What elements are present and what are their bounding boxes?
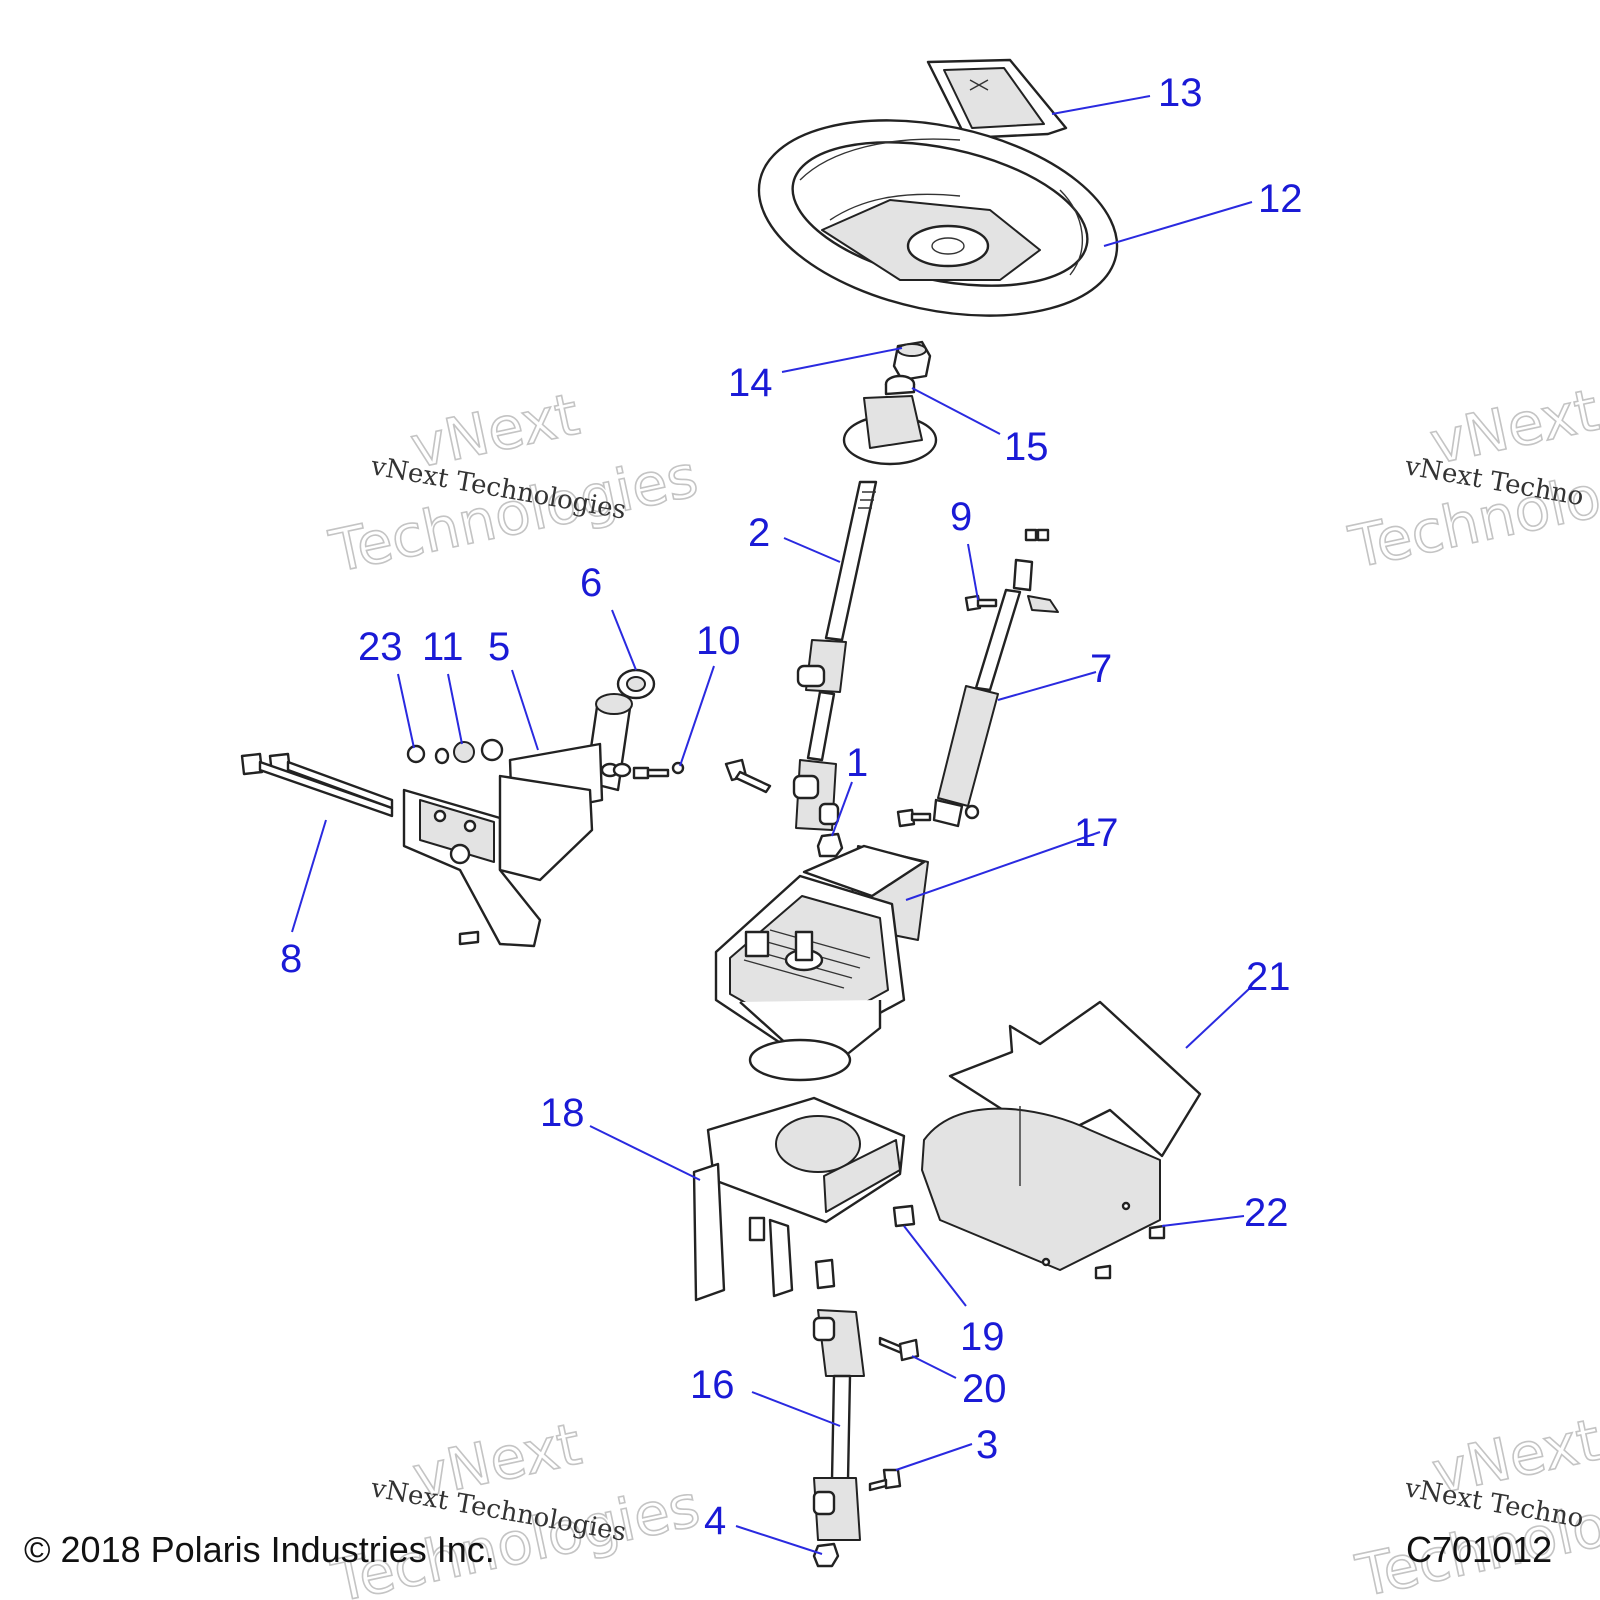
callout-5: 5 — [488, 625, 510, 669]
part-gas-strut-7 — [932, 528, 1059, 828]
part-nut-4 — [812, 1542, 840, 1568]
part-bolt-19 — [892, 1204, 916, 1228]
part-lower-bracket-18 — [692, 1096, 906, 1302]
part-bushing-6 — [616, 668, 656, 700]
part-mount-bracket — [402, 774, 594, 948]
callout-3: 3 — [976, 1423, 998, 1467]
part-spacer-11 — [434, 738, 504, 765]
part-long-bolts-8 — [240, 752, 394, 818]
callout-17: 17 — [1074, 811, 1119, 855]
part-cover-21 — [921, 1000, 1202, 1271]
callout-15: 15 — [1004, 425, 1049, 469]
callout-13: 13 — [1158, 71, 1203, 115]
part-steering-wheel — [757, 119, 1119, 317]
callout-12: 12 — [1258, 177, 1303, 221]
part-washer-23 — [406, 744, 426, 764]
callout-6: 6 — [580, 561, 602, 605]
callout-16: 16 — [690, 1363, 735, 1407]
callout-labels: 13 12 14 15 2 9 6 23 11 5 10 7 1 17 8 21… — [280, 71, 1303, 1543]
diagram-code: C701012 — [1406, 1529, 1552, 1570]
callout-9: 9 — [950, 495, 972, 539]
callout-10: 10 — [696, 619, 741, 663]
part-boot-15 — [842, 374, 938, 466]
callout-19: 19 — [960, 1315, 1005, 1359]
callout-22: 22 — [1244, 1191, 1289, 1235]
part-screw-22 — [1094, 1224, 1166, 1280]
part-bolt-3 — [868, 1468, 902, 1492]
part-bolt-strut — [896, 808, 932, 828]
part-eps-unit-17 — [714, 844, 929, 1082]
callout-21: 21 — [1246, 955, 1291, 999]
callout-7: 7 — [1090, 647, 1112, 691]
callout-20: 20 — [962, 1367, 1007, 1411]
callout-4: 4 — [704, 1499, 726, 1543]
part-bolt-20 — [878, 1336, 920, 1362]
part-screw-9 — [964, 594, 998, 612]
callout-1: 1 — [846, 741, 868, 785]
callout-14: 14 — [728, 361, 773, 405]
part-nut-1 — [816, 832, 844, 858]
part-steering-shaft-2 — [792, 480, 878, 831]
part-screw-10 — [632, 761, 685, 780]
part-steering-cap — [926, 58, 1068, 140]
callout-23: 23 — [358, 625, 403, 669]
callout-2: 2 — [748, 511, 770, 555]
part-nut-14 — [892, 340, 932, 382]
part-lower-shaft-16 — [812, 1258, 865, 1541]
copyright-text: © 2018 Polaris Industries Inc. — [24, 1529, 495, 1570]
callout-18: 18 — [540, 1091, 585, 1135]
callout-11: 11 — [422, 625, 464, 669]
part-bolt-upper — [724, 758, 772, 794]
callout-8: 8 — [280, 937, 302, 981]
leader-lines — [291, 95, 1253, 1555]
watermark-top-left: vNext Technologies — [323, 379, 704, 586]
